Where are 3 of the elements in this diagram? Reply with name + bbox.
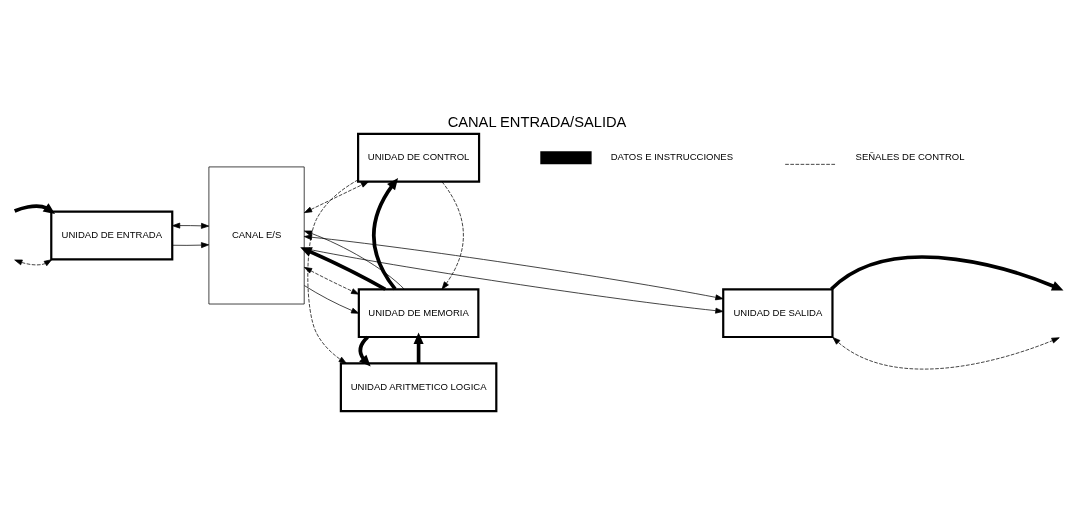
diagram-title: CANAL ENTRADA/SALIDA: [447, 113, 627, 130]
legend-label: DATOS E INSTRUCCIONES: [610, 150, 733, 162]
legend-label: SEÑALES DE CONTROL: [855, 150, 965, 162]
